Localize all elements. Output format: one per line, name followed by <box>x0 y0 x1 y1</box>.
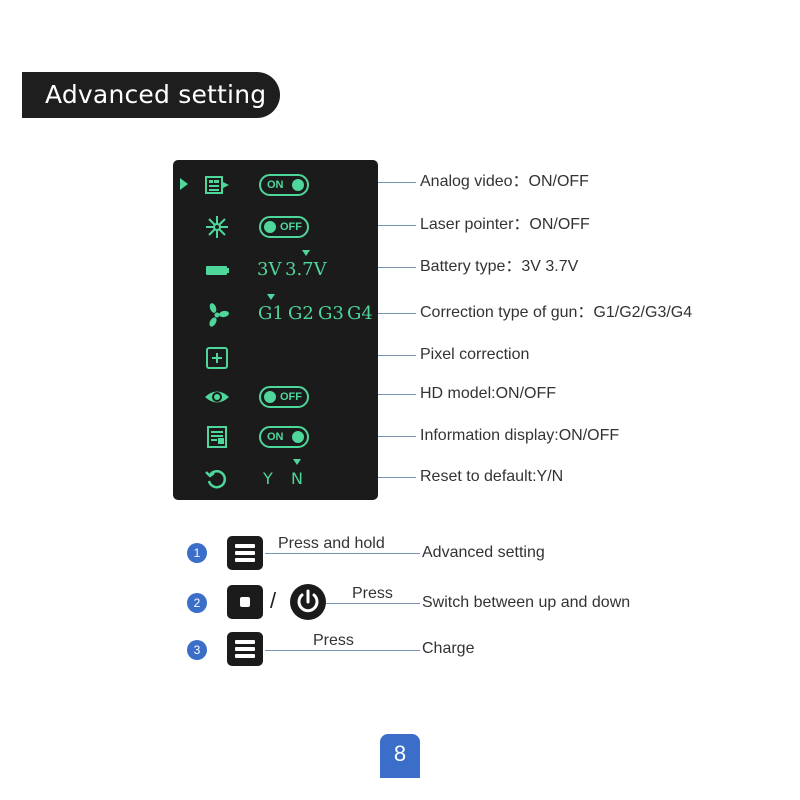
menu-row-pixel-correction[interactable] <box>173 340 378 376</box>
reset-option-n[interactable]: N <box>291 459 303 493</box>
reset-default-label: Reset to default:Y/N <box>420 468 564 485</box>
reset-icon <box>203 465 231 493</box>
toggle-label: OFF <box>280 221 302 233</box>
battery-option-3-7v[interactable]: 3.7V <box>285 250 327 284</box>
hd-model-toggle[interactable]: OFF <box>259 386 309 408</box>
toggle-knob <box>264 391 276 403</box>
correction-type-label: Correction type of gun：G1/G2/G3/G4 <box>420 304 693 321</box>
menu-bars-icon <box>235 654 255 658</box>
menu-bars-icon <box>235 640 255 644</box>
menu-bars-icon <box>235 551 255 555</box>
menu-button[interactable] <box>227 632 263 666</box>
pixel-correction-label: Pixel correction <box>420 346 530 363</box>
menu-bars-icon <box>235 558 255 562</box>
page-number: 8 <box>380 734 420 778</box>
section-title: Advanced setting <box>22 72 280 118</box>
step-2-action: Press <box>352 585 393 602</box>
menu-row-reset-default[interactable]: Y N <box>173 459 378 497</box>
gun-option-g3[interactable]: G3 <box>318 303 344 324</box>
laser-pointer-label: Laser pointer：ON/OFF <box>420 216 590 233</box>
menu-row-laser-pointer[interactable]: OFF <box>173 209 378 245</box>
menu-button[interactable] <box>227 536 263 570</box>
selection-arrow-icon <box>180 178 188 190</box>
power-button[interactable] <box>290 584 326 620</box>
hd-model-label: HD model:ON/OFF <box>420 385 557 402</box>
gun-option-g2[interactable]: G2 <box>288 303 314 324</box>
laser-icon <box>203 213 231 241</box>
toggle-knob <box>292 179 304 191</box>
button-separator: / <box>270 588 277 613</box>
fan-icon <box>203 300 231 328</box>
leader-line <box>378 267 416 268</box>
step-2-result: Switch between up and down <box>422 594 631 611</box>
record-button[interactable] <box>227 585 263 619</box>
step-leader-line <box>326 603 420 604</box>
leader-line <box>378 182 416 183</box>
menu-bars-icon <box>235 544 255 548</box>
leader-line <box>378 394 416 395</box>
menu-row-information-display[interactable]: ON <box>173 419 378 455</box>
step-1-result: Advanced setting <box>422 544 545 561</box>
battery-type-label: Battery type：3V 3.7V <box>420 258 579 275</box>
menu-row-correction-type[interactable]: G1 G2 G3 G4 <box>173 294 378 332</box>
power-icon <box>297 589 319 613</box>
analog-video-label: Analog video：ON/OFF <box>420 173 589 190</box>
leader-line <box>378 225 416 226</box>
analog-video-toggle[interactable]: ON <box>259 174 309 196</box>
menu-row-analog-video[interactable]: ON <box>173 167 378 203</box>
laser-pointer-toggle[interactable]: OFF <box>259 216 309 238</box>
step-number-1: 1 <box>187 543 207 563</box>
battery-option-3v[interactable]: 3V <box>257 259 282 280</box>
video-output-icon <box>203 171 231 199</box>
gun-option-g1[interactable]: G1 <box>258 294 284 328</box>
toggle-label: OFF <box>280 391 302 403</box>
toggle-label: ON <box>267 431 284 443</box>
leader-line <box>378 355 416 356</box>
toggle-label: ON <box>267 179 284 191</box>
menu-panel: ON OFF 3V 3.7V G1 G2 G3 G4 <box>173 160 378 500</box>
gun-option-g4[interactable]: G4 <box>347 303 373 324</box>
menu-bars-icon <box>235 647 255 651</box>
leader-line <box>378 477 416 478</box>
toggle-knob <box>264 221 276 233</box>
step-1-action: Press and hold <box>278 535 385 552</box>
information-display-label: Information display:ON/OFF <box>420 427 620 444</box>
plus-box-icon <box>203 344 231 372</box>
battery-icon <box>203 256 231 284</box>
step-leader-line <box>265 553 420 554</box>
step-leader-line <box>265 650 420 651</box>
step-number-3: 3 <box>187 640 207 660</box>
leader-line <box>378 436 416 437</box>
toggle-knob <box>292 431 304 443</box>
reset-option-y[interactable]: Y <box>263 469 273 488</box>
step-3-result: Charge <box>422 640 475 657</box>
menu-row-hd-model[interactable]: OFF <box>173 379 378 415</box>
information-display-toggle[interactable]: ON <box>259 426 309 448</box>
step-number-2: 2 <box>187 593 207 613</box>
info-doc-icon <box>203 423 231 451</box>
step-3-action: Press <box>313 632 354 649</box>
menu-row-battery-type[interactable]: 3V 3.7V <box>173 250 378 288</box>
eye-icon <box>203 383 231 411</box>
leader-line <box>378 313 416 314</box>
square-dot-icon <box>240 597 250 607</box>
